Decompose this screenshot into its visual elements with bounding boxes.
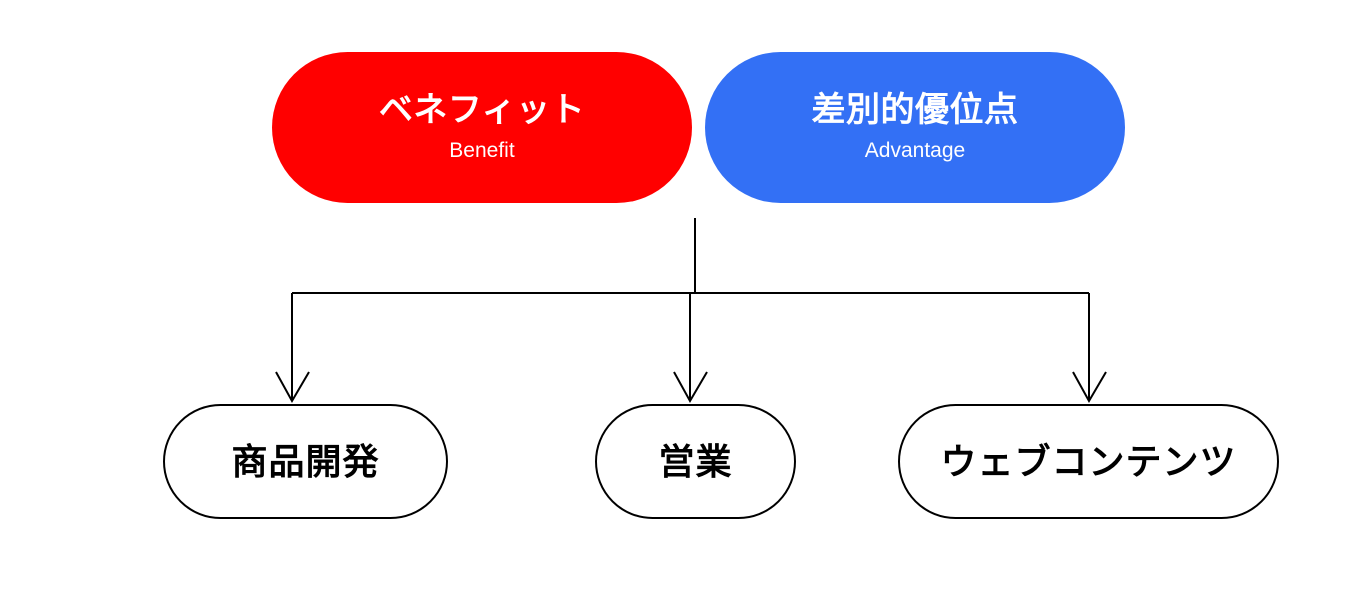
arrowhead-left xyxy=(275,371,310,404)
arrowhead-right xyxy=(1072,371,1107,404)
node-product-development[interactable]: 商品開発 xyxy=(163,404,448,519)
node-advantage[interactable]: 差別的優位点 Advantage xyxy=(705,52,1125,203)
node-advantage-label-ja: 差別的優位点 xyxy=(811,91,1019,130)
arrowhead-center xyxy=(673,371,708,404)
node-web-content-label: ウェブコンテンツ xyxy=(940,440,1237,482)
node-sales[interactable]: 営業 xyxy=(595,404,796,519)
node-sales-label: 営業 xyxy=(658,440,733,482)
node-benefit-label-en: Benefit xyxy=(449,138,515,162)
node-product-development-label: 商品開発 xyxy=(231,440,380,482)
node-benefit-label-ja: ベネフィット xyxy=(378,91,586,130)
node-web-content[interactable]: ウェブコンテンツ xyxy=(898,404,1279,519)
node-benefit[interactable]: ベネフィット Benefit xyxy=(272,52,692,203)
node-advantage-label-en: Advantage xyxy=(864,138,966,162)
